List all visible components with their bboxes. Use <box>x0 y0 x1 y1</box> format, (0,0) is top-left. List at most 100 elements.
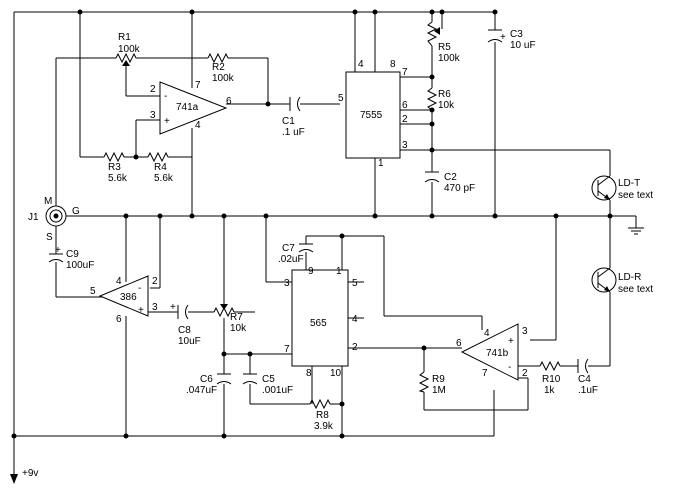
opamp-741a-plus: + <box>164 116 170 127</box>
resistor-r3: R3 5.6k <box>103 151 128 184</box>
ic-565-pin3: 3 <box>284 278 290 289</box>
opamp-741a-pin7: 7 <box>195 80 201 91</box>
opamp-741b-pin7: 7 <box>482 368 488 379</box>
r7-value: 10k <box>230 323 247 334</box>
c5-ref: C5 <box>262 374 275 385</box>
amp-386-pin5: 5 <box>90 286 96 297</box>
r3-ref: R3 <box>108 162 121 173</box>
jack-j1-pin-s: S <box>46 232 53 243</box>
ic-7555-pin2: 2 <box>402 114 408 125</box>
opamp-741b-pin6: 6 <box>456 338 462 349</box>
wires <box>10 11 644 484</box>
ic-565-pin4: 4 <box>352 314 358 325</box>
resistor-r6: R6 10k <box>426 87 455 111</box>
c3-value: 10 uF <box>510 40 536 51</box>
ic-565-pin9: 9 <box>308 266 314 277</box>
resistor-r10: R10 1k <box>539 360 561 396</box>
ic-7555-pin4: 4 <box>358 59 364 70</box>
ic-7555-pin5: 5 <box>338 93 344 104</box>
r5-ref: R5 <box>438 42 451 53</box>
ld-t-name: LD-T <box>618 178 640 189</box>
amp-386-pin4: 4 <box>116 276 122 287</box>
r10-value: 1k <box>544 385 556 396</box>
c8-ref: C8 <box>178 325 191 336</box>
jack-j1-pin-g: G <box>72 206 80 217</box>
amp-386-name: 386 <box>120 292 137 303</box>
junction-dots <box>11 9 613 439</box>
ic-7555-pin3: 3 <box>402 140 408 151</box>
c3-ref: C3 <box>510 29 523 40</box>
opamp-741a: 741a - + 2 3 6 7 4 <box>150 80 232 135</box>
resistor-r1: R1 100k <box>115 32 141 66</box>
ld-r-phototransistor: LD-R see text <box>591 267 653 295</box>
jack-j1: J1 M G S <box>28 196 80 243</box>
r2-value: 100k <box>212 73 235 84</box>
ic-565-pin8: 8 <box>306 368 312 379</box>
c8-value: 10uF <box>178 336 201 347</box>
c1-value: .1 uF <box>282 127 305 138</box>
opamp-741b-pin2: 2 <box>522 368 528 379</box>
c2-value: 470 pF <box>444 183 475 194</box>
r5-value: 100k <box>438 53 461 64</box>
ic-7555-pin8: 8 <box>390 59 396 70</box>
ld-t-note: see text <box>618 190 653 201</box>
ld-r-name: LD-R <box>618 272 641 283</box>
c8-plus: + <box>170 302 176 313</box>
ic-7555-pin7: 7 <box>402 67 408 78</box>
capacitor-c8: + C8 10uF <box>170 302 201 347</box>
r4-ref: R4 <box>154 162 167 173</box>
capacitor-c3: + C3 10 uF <box>487 29 536 51</box>
c2-ref: C2 <box>444 172 457 183</box>
ic-565: 565 9 1 3 5 4 2 7 8 10 <box>284 266 358 379</box>
opamp-741b: 741b + - 4 6 3 7 2 <box>456 323 528 381</box>
ic-565-pin10: 10 <box>330 368 342 379</box>
amp-386-pin3: 3 <box>152 302 158 313</box>
c5-value: .001uF <box>262 385 293 396</box>
c6-ref: C6 <box>200 374 213 385</box>
ld-t-phototransistor: LD-T see text <box>591 175 653 201</box>
opamp-741a-pin6: 6 <box>226 96 232 107</box>
capacitor-c4: C4 .1uF <box>577 358 598 396</box>
jack-j1-ref: J1 <box>28 212 39 223</box>
opamp-741a-pin2: 2 <box>150 84 156 95</box>
capacitor-c1: C1 .1 uF <box>282 96 305 138</box>
amp-386-pin6: 6 <box>116 314 122 325</box>
r2-ref: R2 <box>212 62 225 73</box>
r1-value: 100k <box>118 44 141 55</box>
r4-value: 5.6k <box>154 173 174 184</box>
capacitor-c6: C6 .047uF <box>186 373 232 396</box>
resistor-r2: R2 100k <box>207 52 235 84</box>
supply-label: +9v <box>22 468 38 479</box>
ic-565-pin5: 5 <box>352 278 358 289</box>
c4-ref: C4 <box>578 374 591 385</box>
r3-value: 5.6k <box>108 173 128 184</box>
amp-386-pin2: 2 <box>152 276 158 287</box>
c7-value: .02uF <box>278 254 304 265</box>
c6-value: .047uF <box>186 385 217 396</box>
ic-565-pin1: 1 <box>336 266 342 277</box>
opamp-741a-pin3: 3 <box>150 110 156 121</box>
capacitor-c2: C2 470 pF <box>424 171 475 194</box>
r8-value: 3.9k <box>314 421 334 432</box>
ic-7555-pin6: 6 <box>402 100 408 111</box>
c7-ref: C7 <box>282 243 295 254</box>
resistor-r8: R8 3.9k <box>309 398 334 432</box>
r6-ref: R6 <box>438 89 451 100</box>
c1-ref: C1 <box>282 116 295 127</box>
opamp-741a-pin4: 4 <box>195 120 201 131</box>
r7-ref: R7 <box>230 312 243 323</box>
ic-565-pin2: 2 <box>352 342 358 353</box>
amp-386-plus: + <box>138 305 144 316</box>
opamp-741b-minus: - <box>508 362 511 373</box>
r8-ref: R8 <box>316 410 329 421</box>
opamp-741a-minus: - <box>164 91 167 102</box>
c4-value: .1uF <box>578 385 598 396</box>
opamp-741b-plus: + <box>508 336 514 347</box>
r1-ref: R1 <box>118 32 131 43</box>
ic-7555: 7555 4 8 7 5 6 2 3 1 <box>338 59 408 169</box>
c3-plus: + <box>500 32 506 43</box>
resistor-r5: R5 100k <box>426 21 461 64</box>
amp-386-minus: - <box>138 283 141 294</box>
c9-value: 100uF <box>66 260 94 271</box>
